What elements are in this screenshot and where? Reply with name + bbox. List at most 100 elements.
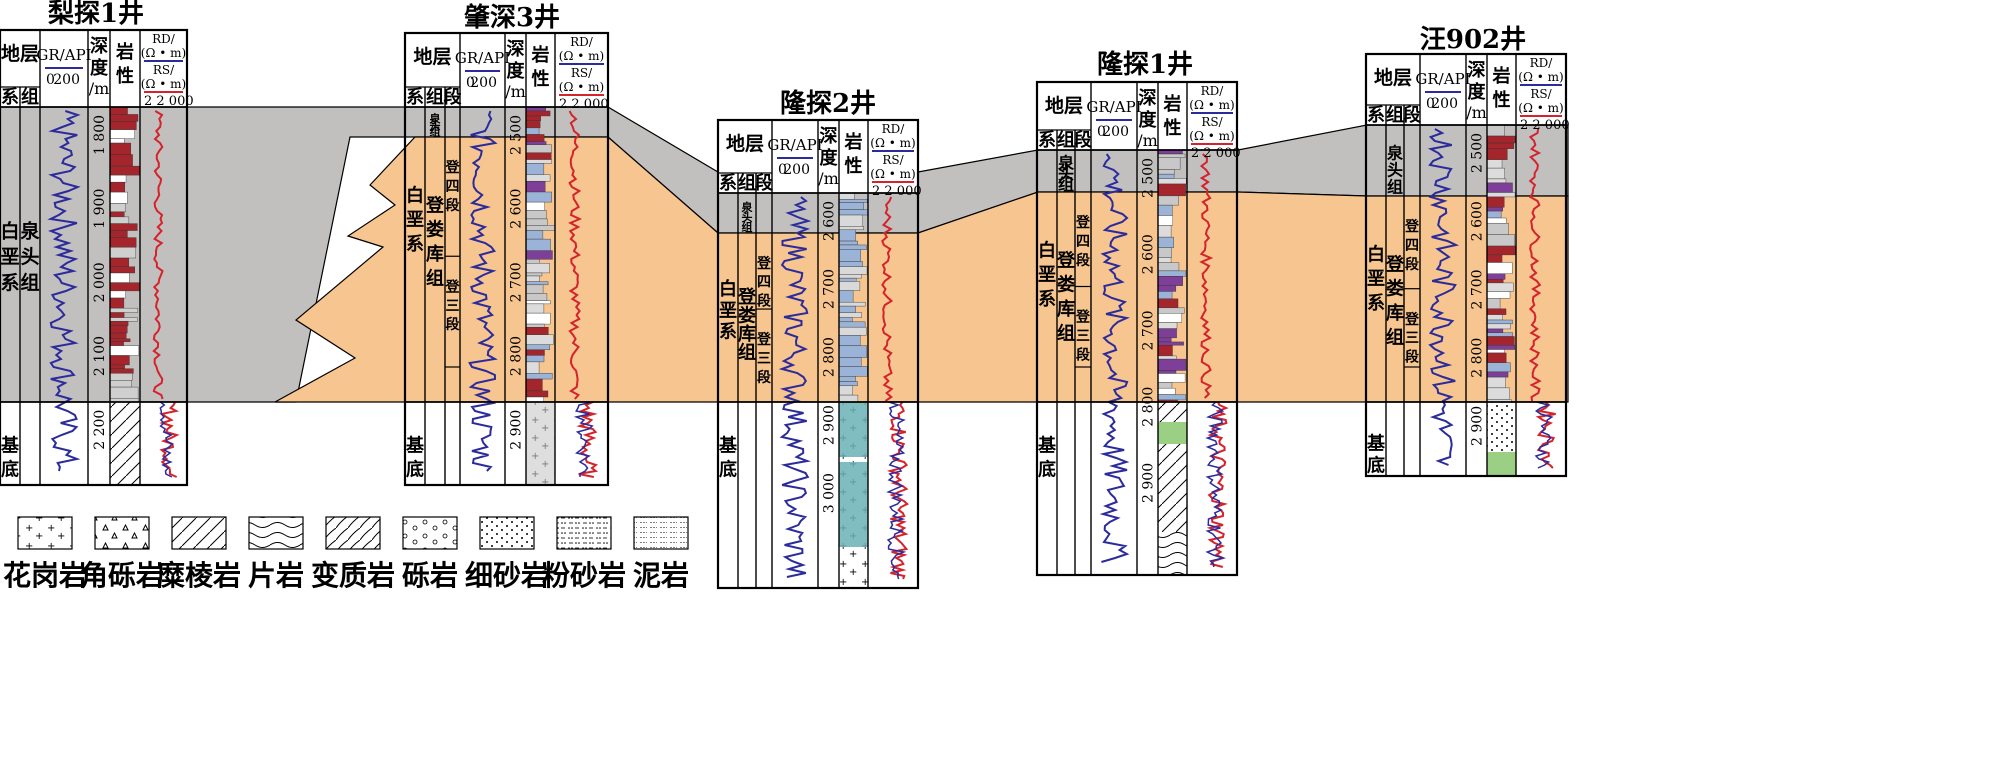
- depth-header-1: 深: [820, 125, 838, 147]
- lithology-bed: [525, 284, 544, 294]
- lithology-bed: [1486, 167, 1505, 180]
- lithology-bed: [525, 262, 550, 274]
- lithology-bed: [838, 366, 868, 377]
- res-scale: 2 2 000: [1191, 146, 1241, 161]
- group-label: 泉头组: [19, 220, 40, 294]
- lithology-bed: [109, 373, 133, 381]
- rs-unit: (Ω • m): [559, 80, 604, 94]
- group-top-label: 泉头组: [741, 200, 754, 234]
- lithology-bed: [1486, 332, 1513, 337]
- depth-tick-label: 2 800: [1141, 387, 1157, 427]
- well-log-2: 地层系组段GR/API0200深度/m岩性RD/(Ω • m)RS/(Ω • m…: [403, 31, 610, 487]
- group-header: 组: [21, 86, 39, 108]
- legend-label-metamorphic: 变质岩: [311, 559, 395, 592]
- lithology-bed: [838, 394, 859, 403]
- gr-header: GR/API: [1086, 98, 1141, 116]
- system-header: 系: [719, 173, 737, 194]
- lithology-bed: [1486, 207, 1503, 212]
- lithology-bed: [1158, 532, 1187, 575]
- rd-unit: (Ω • m): [1518, 70, 1563, 84]
- lithology-bed: [1157, 358, 1187, 371]
- depth-tick-label: 2 200: [92, 410, 108, 450]
- rd-deep-curve: [1534, 401, 1554, 469]
- lithology-bed: [109, 174, 127, 183]
- lithology-bed: [109, 230, 128, 238]
- gr-scale-max: 200: [470, 75, 497, 91]
- well-log-4: 地层系组段GR/API0200深度/m岩性RD/(Ω • m)RS/(Ω • m…: [1035, 80, 1241, 577]
- depth-header-3: /m: [505, 82, 526, 101]
- lithology-bed: [525, 210, 547, 220]
- rd-curve: [568, 110, 583, 400]
- lithology-bed: [525, 144, 552, 153]
- basement-label: 基底: [405, 434, 425, 480]
- lithology-bed: [525, 281, 549, 286]
- lithology-bed: [1157, 173, 1175, 179]
- lithology-bed: [525, 349, 545, 356]
- lithology-bed: [525, 334, 554, 345]
- lithology-bed: [109, 290, 126, 299]
- lithology-bed: [1157, 328, 1177, 339]
- rs-header: RS/: [882, 153, 904, 167]
- lithology-bed: [1157, 298, 1179, 309]
- system-header: 系: [1, 87, 19, 108]
- lithology-bed: [109, 312, 125, 318]
- lithology-bed: [1157, 270, 1187, 277]
- lithology-bed: [525, 163, 545, 175]
- depth-tick-label: 2 100: [92, 336, 108, 376]
- lithology-bed: [1157, 373, 1186, 383]
- lithology-bed: [525, 218, 548, 226]
- member-b-label: 登三段: [1075, 309, 1091, 364]
- lithology-bed: [838, 335, 861, 346]
- rs-unit: (Ω • m): [141, 77, 186, 91]
- lithology-bed: [1486, 308, 1507, 315]
- lithology-bed: [109, 386, 139, 399]
- group-top-label: 泉头组: [429, 111, 442, 138]
- depth-tick-label: 2 700: [822, 269, 838, 309]
- lithology-bed: [1487, 452, 1516, 476]
- lithology-bed: [1486, 314, 1503, 321]
- legend-swatch-granite: [17, 516, 73, 550]
- lithology-bed: [1157, 215, 1173, 226]
- member-a-label: 登四段: [1075, 214, 1091, 269]
- lithology-bed: [109, 211, 125, 218]
- lithology-bed: [109, 142, 132, 155]
- depth-header-1: 深: [90, 35, 108, 57]
- lithology-bed: [109, 223, 138, 231]
- lithology-bed: [1486, 178, 1507, 184]
- lithology-bed: [525, 344, 551, 350]
- rd-unit: (Ω • m): [1189, 98, 1234, 112]
- lithology-bed: [1486, 159, 1503, 169]
- strata-header: 地层: [1045, 94, 1083, 117]
- lithology-bed: [1157, 276, 1183, 286]
- rd-deep-curve: [573, 401, 594, 478]
- lithology-bed: [525, 372, 553, 380]
- lithology-bed: [109, 297, 125, 309]
- lithology-bed: [1157, 178, 1187, 185]
- lithology-bed: [109, 321, 129, 326]
- lithology-bed: [109, 257, 130, 267]
- lithology-bed: [1486, 362, 1511, 373]
- rs-unit: (Ω • m): [870, 167, 915, 181]
- depth-tick-label: 3 000: [822, 473, 838, 513]
- rs-header: RS/: [153, 63, 175, 77]
- lithology-bed: [1157, 370, 1177, 374]
- lithology-bed: [525, 180, 546, 193]
- depth-tick-label: 2 500: [1470, 133, 1486, 173]
- lithology-bed: [525, 110, 551, 117]
- lith-header-2: 性: [845, 155, 863, 177]
- lithology-bed: [1157, 247, 1172, 258]
- gr-header: GR/API: [455, 49, 510, 67]
- gr-scale-min: 0: [466, 75, 475, 91]
- lithology-bed: [1486, 282, 1514, 292]
- lithology-bed: [1157, 394, 1186, 401]
- depth-header-2: 度: [1139, 109, 1158, 131]
- lithology-bed: [838, 317, 853, 323]
- lithology-bed: [1486, 273, 1506, 280]
- lithology-bed: [109, 247, 137, 259]
- rs-header: RS/: [1201, 115, 1223, 129]
- lithology-bed: [1486, 349, 1505, 354]
- lithology-bed: [838, 192, 855, 200]
- log-header: [0, 30, 187, 107]
- lithology-bed: [1157, 183, 1186, 197]
- res-scale: 2 2 000: [144, 94, 194, 109]
